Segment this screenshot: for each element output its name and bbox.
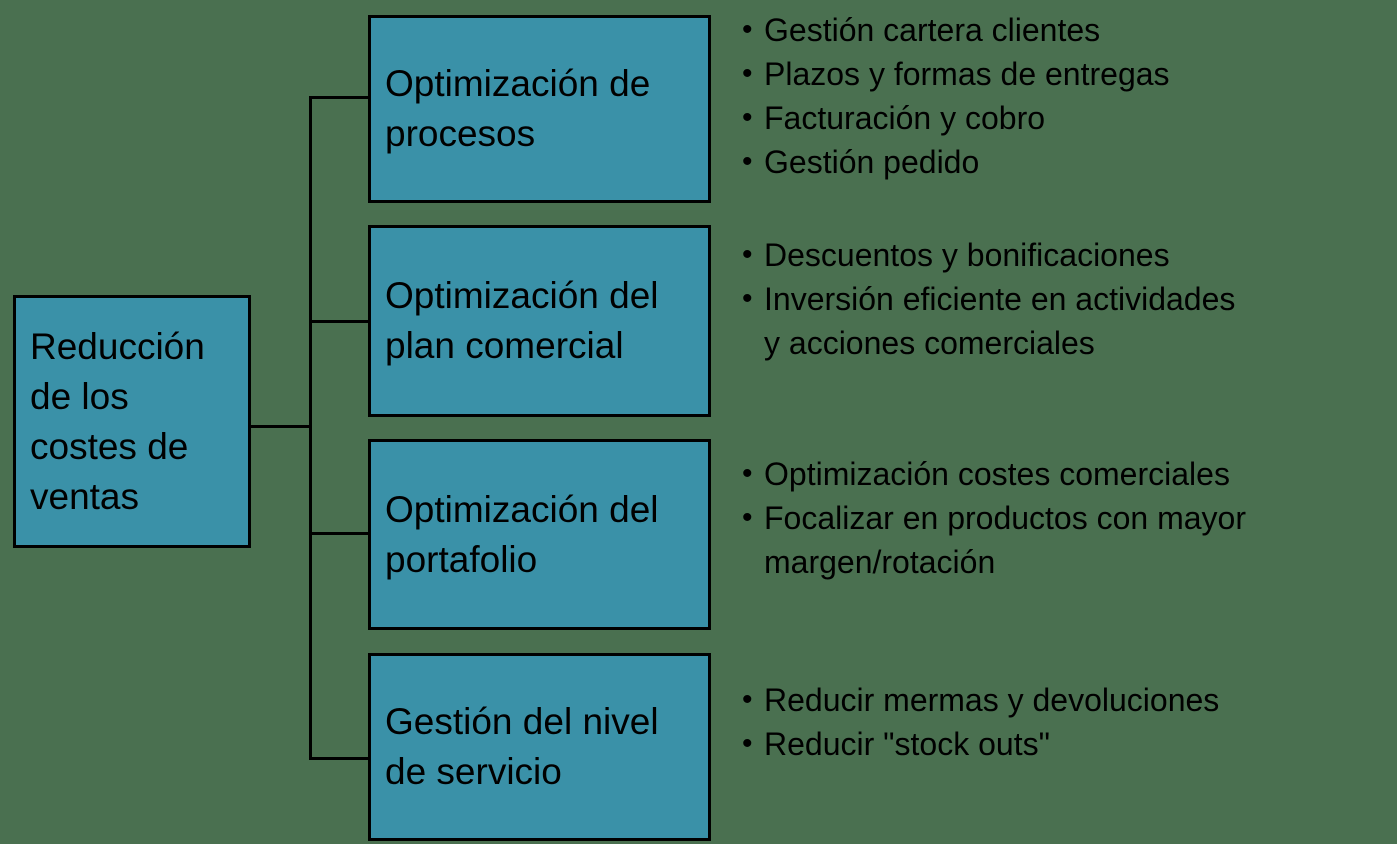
- bullet-marker: •: [742, 13, 753, 46]
- bullet-text: Focalizar en productos con mayor margen/…: [764, 500, 1246, 580]
- bullet-item: • Plazos y formas de entregas: [742, 52, 1342, 96]
- bullet-item: • Facturación y cobro: [742, 96, 1342, 140]
- connector-branch-3: [309, 532, 370, 535]
- bullet-item: • Descuentos y bonificaciones: [742, 233, 1342, 277]
- bullet-text: Gestión pedido: [764, 144, 980, 180]
- branch-box-portafolio: Optimización del portafolio: [368, 439, 711, 630]
- branch-label: Optimización del portafolio: [385, 488, 659, 580]
- root-node-label: Reducción de los costes de ventas: [30, 325, 205, 517]
- bullet-marker: •: [742, 57, 753, 90]
- bullet-marker: •: [742, 727, 753, 760]
- connector-root-link: [249, 425, 311, 428]
- connector-branch-4: [309, 757, 370, 760]
- bullet-text: Inversión eficiente en actividades y acc…: [764, 281, 1236, 361]
- bullet-item: • Inversión eficiente en actividades y a…: [742, 277, 1342, 365]
- bullet-marker: •: [742, 501, 753, 534]
- bullet-list-procesos: • Gestión cartera clientes • Plazos y fo…: [742, 8, 1342, 184]
- branch-label: Gestión del nivel de servicio: [385, 701, 659, 792]
- connector-trunk: [309, 96, 312, 760]
- connector-branch-1: [309, 96, 370, 99]
- bullet-item: • Gestión pedido: [742, 140, 1342, 184]
- bullet-item: • Focalizar en productos con mayor marge…: [742, 496, 1342, 584]
- branch-label: Optimización del plan comercial: [385, 275, 659, 366]
- connector-branch-2: [309, 320, 370, 323]
- bullet-list-portafolio: • Optimización costes comerciales • Foca…: [742, 452, 1342, 584]
- bullet-marker: •: [742, 238, 753, 271]
- branch-box-procesos: Optimización de procesos: [368, 15, 711, 203]
- bullet-item: • Optimización costes comerciales: [742, 452, 1342, 496]
- bullet-item: • Gestión cartera clientes: [742, 8, 1342, 52]
- branch-label: Optimización de procesos: [385, 63, 651, 154]
- branch-box-nivel-servicio: Gestión del nivel de servicio: [368, 653, 711, 841]
- bullet-text: Reducir mermas y devoluciones: [764, 682, 1220, 718]
- bullet-list-plan-comercial: • Descuentos y bonificaciones • Inversió…: [742, 233, 1342, 365]
- bullet-list-nivel-servicio: • Reducir mermas y devoluciones • Reduci…: [742, 678, 1342, 766]
- bullet-item: • Reducir "stock outs": [742, 722, 1342, 766]
- branch-box-plan-comercial: Optimización del plan comercial: [368, 225, 711, 417]
- bullet-text: Reducir "stock outs": [764, 726, 1050, 762]
- bullet-item: • Reducir mermas y devoluciones: [742, 678, 1342, 722]
- bullet-marker: •: [742, 282, 753, 315]
- bullet-marker: •: [742, 101, 753, 134]
- bullet-text: Facturación y cobro: [764, 100, 1046, 136]
- root-node-box: Reducción de los costes de ventas: [13, 295, 251, 548]
- bullet-text: Plazos y formas de entregas: [764, 56, 1170, 92]
- bullet-text: Descuentos y bonificaciones: [764, 237, 1170, 273]
- bullet-text: Gestión cartera clientes: [764, 12, 1101, 48]
- bullet-text: Optimización costes comerciales: [764, 456, 1230, 492]
- bullet-marker: •: [742, 683, 753, 716]
- bullet-marker: •: [742, 145, 753, 178]
- bullet-marker: •: [742, 457, 753, 490]
